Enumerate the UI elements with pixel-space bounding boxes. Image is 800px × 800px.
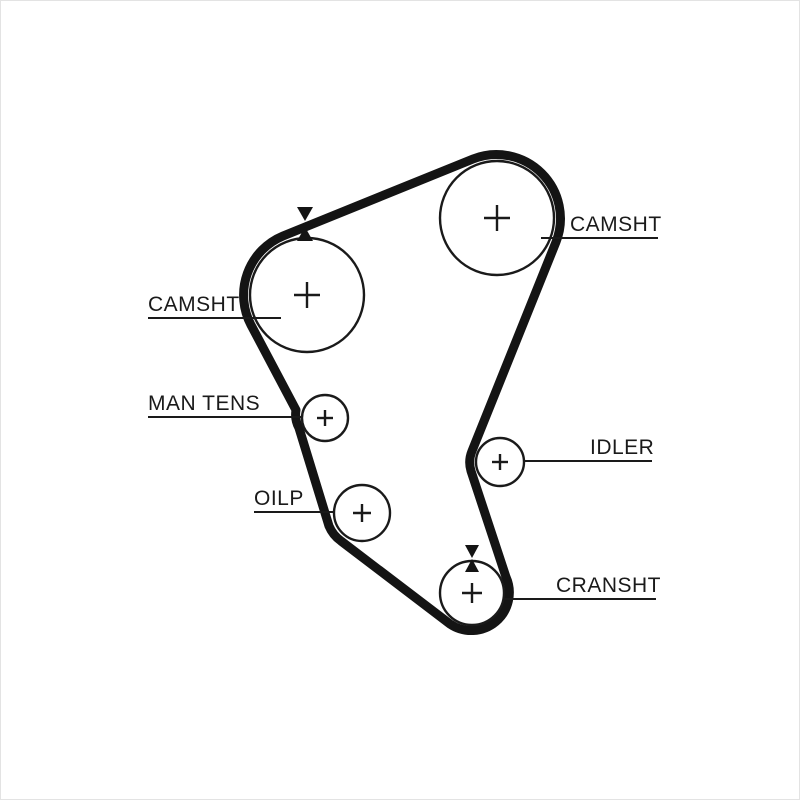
center-cross-icon <box>294 282 320 308</box>
timing-mark-icon <box>465 545 479 572</box>
timing-mark-icon <box>297 207 313 241</box>
label-crankshaft: CRANSHT <box>504 574 661 600</box>
label-idler: IDLER <box>524 436 654 462</box>
center-cross-icon <box>317 410 333 426</box>
camshaft-left-label: CAMSHT <box>148 293 240 316</box>
manual-tensioner-label: MAN TENS <box>148 392 260 415</box>
timing-belt-path <box>239 150 565 635</box>
label-manual-tensioner: MAN TENS <box>148 392 302 418</box>
oil-pump-label: OILP <box>254 487 304 510</box>
label-oil-pump: OILP <box>254 487 334 513</box>
camshaft-right-label: CAMSHT <box>570 213 662 236</box>
idler-label: IDLER <box>590 436 654 459</box>
center-cross-icon <box>484 205 510 231</box>
center-cross-icon <box>353 504 371 522</box>
crankshaft-label: CRANSHT <box>556 574 661 597</box>
label-camshaft-left: CAMSHT <box>148 293 281 319</box>
label-camshaft-right: CAMSHT <box>541 213 662 239</box>
center-cross-icon <box>462 583 482 603</box>
center-cross-icon <box>492 454 508 470</box>
